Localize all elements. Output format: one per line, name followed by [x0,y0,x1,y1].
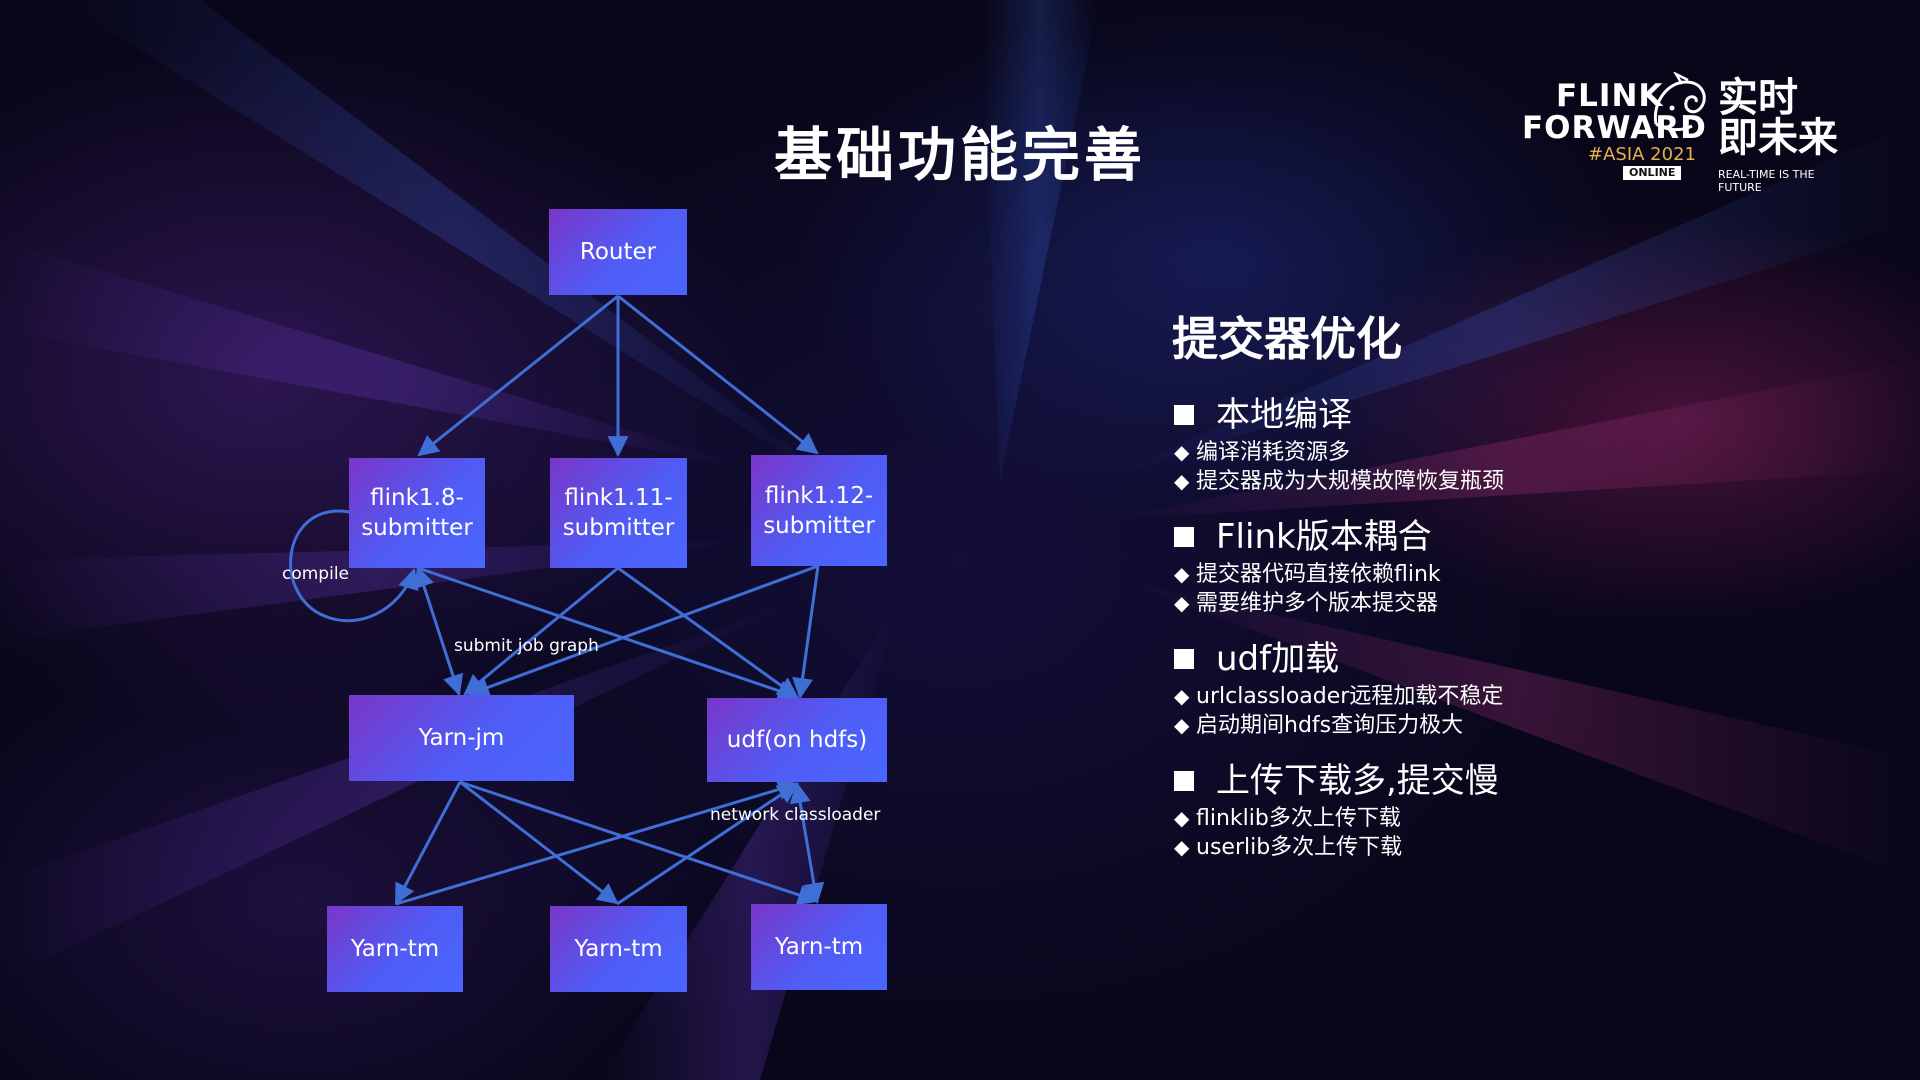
node-flink112-submitter: flink1.12- submitter [751,455,887,566]
flink-forward-logo: FLINK FORWARD #ASIA 2021 ONLINE 实时 即未来 R… [1518,72,1838,194]
section-title-text: 上传下载多,提交慢 [1216,761,1499,801]
bullet-text: urlclassloader远程加载不稳定 [1196,684,1504,709]
edge-label-submit-job-graph: submit job graph [454,636,599,656]
edge-flink112-udf [792,565,820,700]
logo-cn-line1: 实时 [1718,75,1798,121]
bullet-text: flinklib多次上传下载 [1196,806,1401,831]
logo-tagline: REAL-TIME IS THE FUTURE [1718,168,1815,194]
node-flink111-submitter: flink1.11- submitter [550,458,687,568]
list-item: ◆ 提交器成为大规模故障恢复瓶颈 [1172,467,1892,496]
node-router: Router [549,209,687,295]
edge-flink111-yarnjm [463,566,619,696]
edge-label-compile: compile [282,564,350,584]
bullet-text: 提交器成为大规模故障恢复瓶颈 [1196,469,1505,494]
panel-heading: 提交器优化 [1172,312,1402,366]
edge-flink18-udf [417,566,799,701]
section-title: 本地编译 [1172,392,1892,438]
node-yarn-tm-2: Yarn-tm [550,906,687,992]
square-bullet-icon [1174,649,1194,669]
diamond-bullet-icon: ◆ [1174,591,1190,615]
diamond-bullet-icon: ◆ [1174,562,1190,586]
edge-tm1-udf [395,779,800,906]
edge-compile-loop [289,509,419,623]
section-title: udf加载 [1172,636,1892,682]
logo-cn-line2: 即未来 [1718,115,1838,161]
section-flink-version-coupling: Flink版本耦合 ◆ 提交器代码直接依赖flink ◆ 需要维护多个版本提交器 [1172,514,1892,618]
square-bullet-icon [1174,405,1194,425]
list-item: ◆ flinklib多次上传下载 [1172,804,1892,833]
bullet-text: 编译消耗资源多 [1196,440,1351,465]
list-item: ◆ 提交器代码直接依赖flink [1172,560,1892,589]
logo-online-badge: ONLINE [1623,166,1682,180]
edge-tm3-udf [789,781,825,905]
edge-yarnjm-tm1 [394,781,462,905]
logo-event-text: #ASIA 2021 [1588,144,1696,165]
node-yarn-jm: Yarn-jm [349,695,574,781]
edge-flink111-udf [617,566,799,699]
list-item: ◆ urlclassloader远程加载不稳定 [1172,682,1892,711]
edge-flink18-yarnjm [413,566,464,696]
page-title: 基础功能完善 [773,121,1146,189]
bullet-text: 启动期间hdfs查询压力极大 [1196,713,1464,738]
logo-flink-text: FLINK [1556,78,1664,114]
edge-yarnjm-tm3 [459,780,819,905]
square-bullet-icon [1174,527,1194,547]
diamond-bullet-icon: ◆ [1174,469,1190,493]
section-udf-loading: udf加载 ◆ urlclassloader远程加载不稳定 ◆ 启动期间hdfs… [1172,636,1892,740]
logo-forward-text: FORWARD [1522,110,1707,146]
edge-router-flink18 [417,294,619,457]
diamond-bullet-icon: ◆ [1174,806,1190,830]
bullet-text: userlib多次上传下载 [1196,835,1403,860]
square-bullet-icon [1174,771,1194,791]
node-flink18-submitter: flink1.8- submitter [349,458,485,568]
edge-yarnjm-tm2 [459,780,619,905]
diamond-bullet-icon: ◆ [1174,684,1190,708]
node-yarn-tm-1: Yarn-tm [327,906,463,992]
edge-label-network-classloader: network classloader [710,805,881,825]
diamond-bullet-icon: ◆ [1174,835,1190,859]
node-yarn-tm-3: Yarn-tm [751,904,887,990]
edge-tm2-udf [616,782,799,906]
edge-router-flink112 [617,294,819,455]
list-item: ◆ 启动期间hdfs查询压力极大 [1172,711,1892,740]
node-udf-on-hdfs: udf(on hdfs) [707,698,887,782]
section-title-text: udf加载 [1216,639,1340,679]
list-item: ◆ userlib多次上传下载 [1172,833,1892,862]
section-title-text: Flink版本耦合 [1216,517,1432,557]
squirrel-icon [1653,72,1706,132]
list-item: ◆ 需要维护多个版本提交器 [1172,589,1892,618]
diamond-bullet-icon: ◆ [1174,713,1190,737]
section-title: 上传下载多,提交慢 [1172,758,1892,804]
edge-flink112-yarnjm [468,564,819,698]
list-item: ◆ 编译消耗资源多 [1172,438,1892,467]
diamond-bullet-icon: ◆ [1174,440,1190,464]
section-local-compile: 本地编译 ◆ 编译消耗资源多 ◆ 提交器成为大规模故障恢复瓶颈 [1172,392,1892,496]
optimization-panel: 提交器优化 本地编译 ◆ 编译消耗资源多 ◆ 提交器成为大规模故障恢复瓶颈 Fl… [1172,310,1892,880]
bullet-text: 需要维护多个版本提交器 [1196,591,1439,616]
bullet-text: 提交器代码直接依赖flink [1196,562,1441,587]
section-upload-download: 上传下载多,提交慢 ◆ flinklib多次上传下载 ◆ userlib多次上传… [1172,758,1892,862]
section-title: Flink版本耦合 [1172,514,1892,560]
section-title-text: 本地编译 [1216,395,1352,435]
